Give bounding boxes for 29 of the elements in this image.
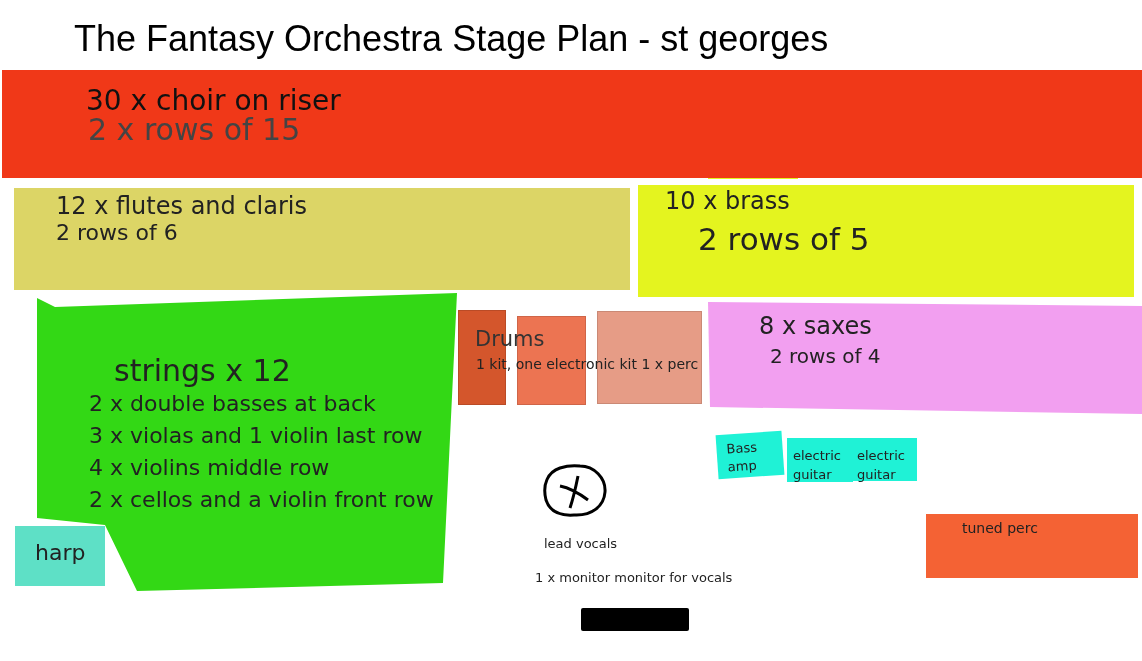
amp-label: electric guitar: [793, 447, 842, 484]
row-note: 2 rows of 4: [770, 344, 881, 368]
instrument-note: 2 x cellos and a violin front row: [89, 487, 434, 512]
choir-riser-area: [2, 70, 1142, 178]
harp-area: [15, 526, 105, 586]
stage-plan-title: The Fantasy Orchestra Stage Plan - st georges: [74, 18, 829, 60]
flutes-area: [14, 188, 630, 290]
strings-area: [37, 293, 457, 593]
section-label: 8 x saxes: [759, 312, 872, 340]
instrument-note: 3 x violas and 1 violin last row: [89, 423, 423, 448]
section-label: 12 x flutes and claris: [56, 192, 308, 220]
bass-amp-block: [715, 430, 785, 480]
section-label: tuned perc: [962, 520, 1038, 536]
harp-label: harp: [35, 540, 86, 565]
amp-label: Bass amp: [725, 438, 759, 477]
instrument-note: 2 x double basses at back: [89, 391, 376, 416]
tuned-percussion-area: [926, 514, 1138, 578]
guitar-amp-block: [787, 438, 853, 482]
guitar-amp-block: [852, 438, 917, 481]
monitor-note: 1 x monitor monitor for vocals: [535, 570, 733, 585]
amp-label: electric guitar: [857, 447, 906, 484]
section-label: strings x 12: [114, 353, 291, 388]
section-label: 10 x brass: [665, 187, 790, 215]
row-note: 2 rows of 5: [698, 221, 870, 257]
brass-area: [638, 185, 1134, 297]
instrument-note: 4 x violins middle row: [89, 455, 330, 480]
lead-vocals-label: lead vocals: [544, 536, 618, 551]
saxes-area: [705, 302, 1142, 414]
row-note: 2 rows of 6: [56, 220, 178, 245]
